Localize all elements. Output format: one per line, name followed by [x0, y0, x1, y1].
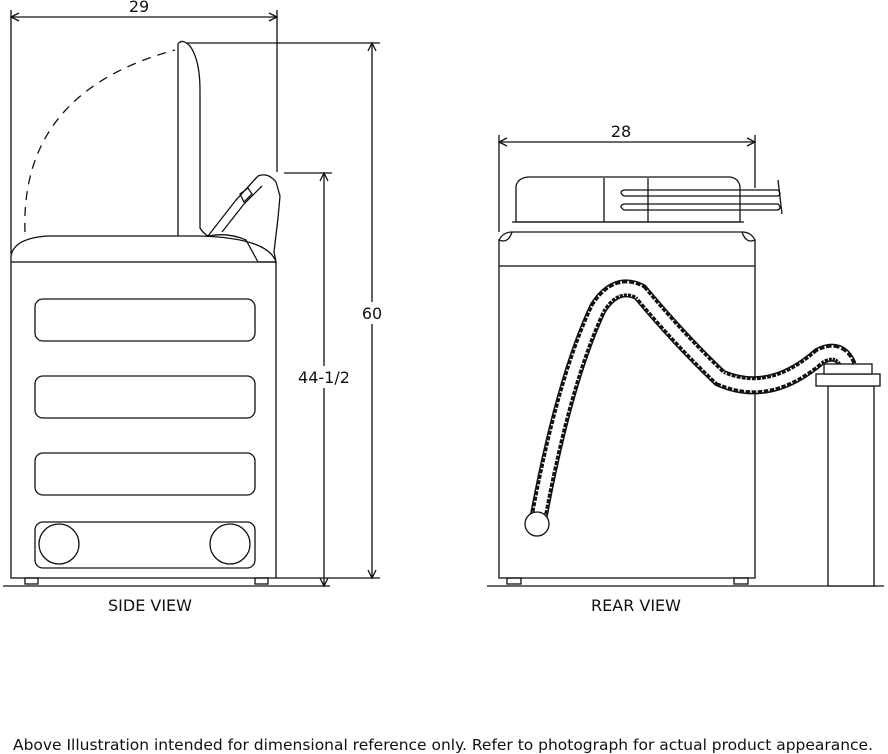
side-front-wheel [38, 523, 80, 565]
side-depth-label: 29 [129, 0, 149, 16]
side-cabinet [10, 261, 277, 579]
side-panel-recess-1 [34, 298, 256, 342]
side-top-hood [10, 235, 277, 263]
side-height44-arrow-bottom [319, 577, 329, 588]
side-open-lid [177, 40, 209, 237]
side-control-console [206, 174, 281, 263]
side-view [3, 10, 380, 588]
side-rear-foot [254, 577, 269, 585]
rear-right-foot [733, 577, 749, 585]
rear-view-caption: REAR VIEW [591, 596, 681, 615]
side-console-knob [239, 187, 253, 204]
rear-inlet-hose-end [777, 179, 783, 215]
rear-drain-hose-core [533, 283, 853, 521]
side-base-panel [34, 521, 256, 569]
rear-inlet-hose-2 [620, 203, 781, 211]
side-panel-recess-3 [34, 452, 256, 496]
side-height60-arrow-top [367, 41, 377, 52]
rear-shoulder-curve-left [498, 231, 513, 242]
rear-cabinet [498, 265, 756, 579]
side-panel-recess-2 [34, 375, 256, 419]
side-cabinet-height-label: 44-1/2 [298, 368, 350, 387]
side-console-inner [221, 185, 263, 233]
rear-width-label: 28 [611, 122, 631, 141]
rear-shoulder [498, 231, 756, 266]
footnote-text: Above Illustration intended for dimensio… [13, 736, 873, 754]
rear-shoulder-curve-right [741, 231, 756, 242]
side-overall-height-label: 60 [362, 304, 382, 323]
rear-inlet-hose-1 [620, 189, 781, 197]
side-rear-wheel [209, 523, 251, 565]
side-lid-swing-arc [24, 49, 176, 233]
side-height44-arrow-top [319, 171, 329, 182]
rear-standpipe-cap [823, 363, 873, 375]
rear-view [487, 135, 884, 587]
side-view-caption: SIDE VIEW [108, 596, 192, 615]
rear-drain-hose-inner [530, 281, 855, 522]
rear-drain-hose-end [524, 511, 550, 537]
rear-console [515, 176, 741, 223]
rear-standpipe-collar [815, 373, 881, 387]
side-front-foot [24, 577, 39, 585]
rear-standpipe [827, 385, 875, 587]
rear-left-foot [506, 577, 522, 585]
